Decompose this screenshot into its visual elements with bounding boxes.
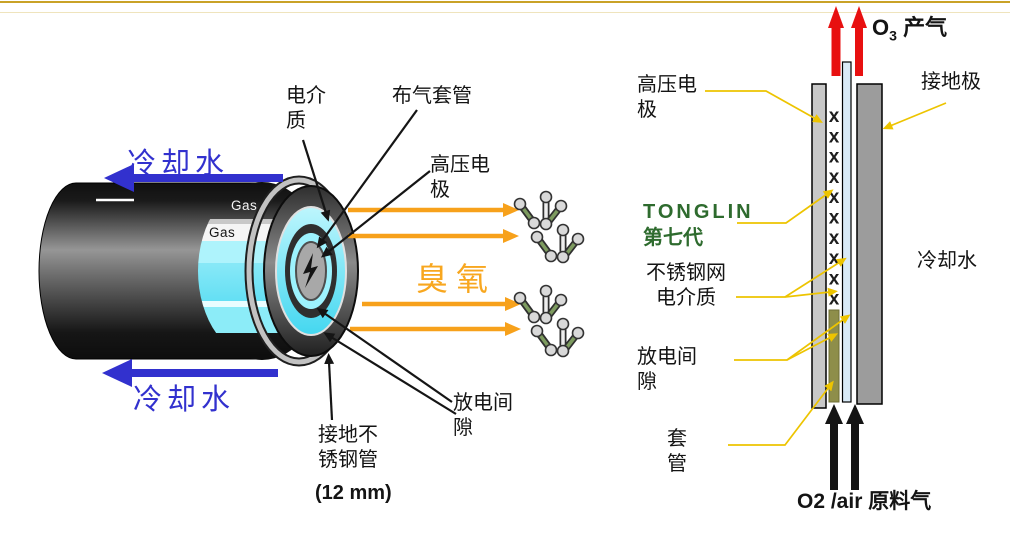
svg-text:x: x xyxy=(829,126,840,147)
label-o3-output: O3 产气 xyxy=(872,14,947,45)
label-ozone: 臭氧 xyxy=(416,261,497,297)
ozone-arrows xyxy=(348,203,521,336)
sleeve-tube xyxy=(841,61,852,403)
o3-symbol: O xyxy=(872,15,890,40)
hv-electrode-bar xyxy=(811,83,827,409)
label-ground-tube-size: (12 mm) xyxy=(315,482,392,504)
label-ground-tube: 接地不 锈钢管 xyxy=(318,424,378,471)
label-gas-outer: Gas xyxy=(231,198,258,213)
svg-text:x: x xyxy=(829,268,840,289)
label-discharge-gap-right: 放电间 隙 xyxy=(637,346,697,393)
label-discharge-gap-left: 放电间 隙 xyxy=(453,392,513,439)
label-sleeve: 套 管 xyxy=(667,428,687,475)
cooling-water-arrows xyxy=(102,164,283,387)
svg-text:x: x xyxy=(829,106,840,127)
svg-text:x: x xyxy=(829,248,840,269)
lightning-bolt-icon xyxy=(303,253,318,288)
svg-text:x: x xyxy=(829,147,840,168)
sleeve-olive-bar xyxy=(828,309,840,403)
right-leader-lines xyxy=(705,90,947,446)
label-dielectric: 电介 质 xyxy=(286,85,326,132)
label-mesh-dielectric: 不锈钢网 电介质 xyxy=(646,262,726,309)
label-brand: TONGLIN xyxy=(643,201,754,223)
o3-subscript: 3 xyxy=(889,27,897,44)
o3-output-arrows xyxy=(828,6,867,76)
label-ground-electrode: 接地极 xyxy=(921,71,981,93)
label-cooling-water-top: 冷却水 xyxy=(127,148,230,180)
svg-text:x: x xyxy=(829,208,840,229)
cylinder-generator xyxy=(38,175,359,367)
label-hv-electrode-left: 高压电 极 xyxy=(430,154,490,201)
label-hv-electrode-right: 高压电 极 xyxy=(637,74,697,121)
label-generation: 第七代 xyxy=(643,227,703,249)
feed-gas-arrows xyxy=(825,404,864,490)
label-cooling-water-bottom: 冷却水 xyxy=(133,384,236,416)
label-gas-sleeve: 布气套管 xyxy=(392,85,472,107)
top-accent-line xyxy=(0,1,1010,3)
label-feed-gas: O2 /air 原料气 xyxy=(797,490,932,513)
o3-text: 产气 xyxy=(896,15,948,40)
svg-text:x: x xyxy=(829,228,840,249)
ozone-molecules xyxy=(515,192,584,357)
svg-text:x: x xyxy=(829,289,840,310)
svg-text:x: x xyxy=(829,187,840,208)
left-leader-lines xyxy=(301,109,457,421)
top-accent-line-secondary xyxy=(0,12,1010,13)
label-cooling-water-right: 冷却水 xyxy=(917,250,977,272)
ground-electrode-bar xyxy=(856,83,883,405)
svg-text:x: x xyxy=(829,167,840,188)
label-gas-inner: Gas xyxy=(209,225,236,240)
